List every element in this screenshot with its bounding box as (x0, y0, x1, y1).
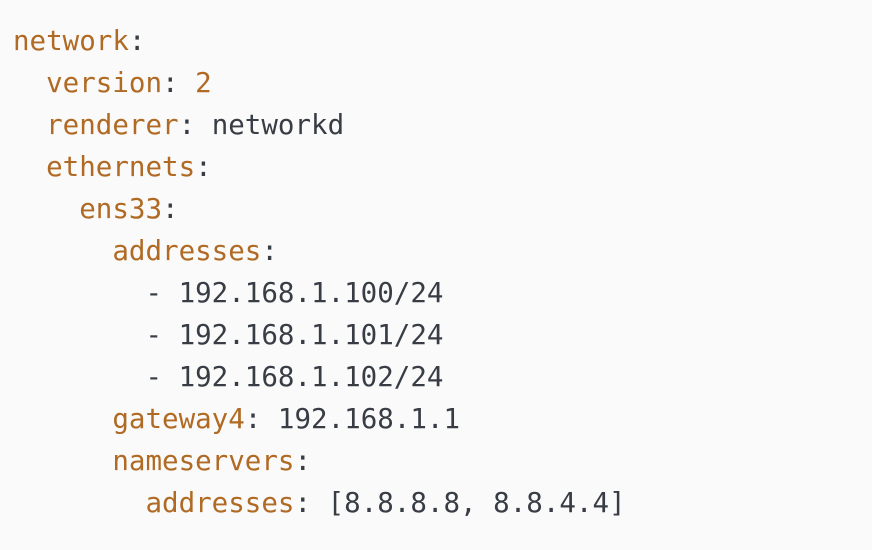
token-text (13, 403, 112, 435)
code-line: addresses: (13, 230, 856, 272)
token-text: - 192.168.1.101/24 (13, 319, 444, 351)
code-line: renderer: networkd (13, 104, 856, 146)
code-line: - 192.168.1.101/24 (13, 314, 856, 356)
token-key: addresses (145, 487, 295, 519)
code-line: nameservers: (13, 440, 856, 482)
token-text: : (261, 235, 278, 267)
token-text: - 192.168.1.102/24 (13, 361, 444, 393)
token-text (13, 151, 46, 183)
token-text: : (162, 193, 179, 225)
code-lines: network: version: 2 renderer: networkd e… (13, 20, 856, 524)
token-text: : (195, 151, 212, 183)
code-line: network: (13, 20, 856, 62)
token-key: nameservers (112, 445, 295, 477)
code-line: version: 2 (13, 62, 856, 104)
token-text: : [8.8.8.8, 8.8.4.4] (294, 487, 626, 519)
code-line: ens33: (13, 188, 856, 230)
token-text (13, 235, 112, 267)
token-key: network (13, 25, 129, 57)
token-text: : networkd (178, 109, 345, 141)
token-text: : (162, 67, 196, 99)
token-key: renderer (46, 109, 179, 141)
token-key: ens33 (79, 193, 163, 225)
token-text (13, 487, 145, 519)
token-text (13, 193, 79, 225)
token-text: : 192.168.1.1 (244, 403, 461, 435)
token-key: addresses (112, 235, 262, 267)
code-line: ethernets: (13, 146, 856, 188)
token-text (13, 67, 46, 99)
code-line: - 192.168.1.102/24 (13, 356, 856, 398)
code-line: - 192.168.1.100/24 (13, 272, 856, 314)
token-text: : (128, 25, 146, 57)
code-line: gateway4: 192.168.1.1 (13, 398, 856, 440)
token-text (13, 445, 112, 477)
token-text (13, 109, 46, 141)
code-line: addresses: [8.8.8.8, 8.8.4.4] (13, 482, 856, 524)
token-key: ethernets (46, 151, 196, 183)
token-text: : (294, 445, 312, 477)
token-key: gateway4 (112, 403, 245, 435)
token-text: - 192.168.1.100/24 (13, 277, 444, 309)
token-number: 2 (195, 67, 212, 99)
token-key: version (46, 67, 163, 99)
